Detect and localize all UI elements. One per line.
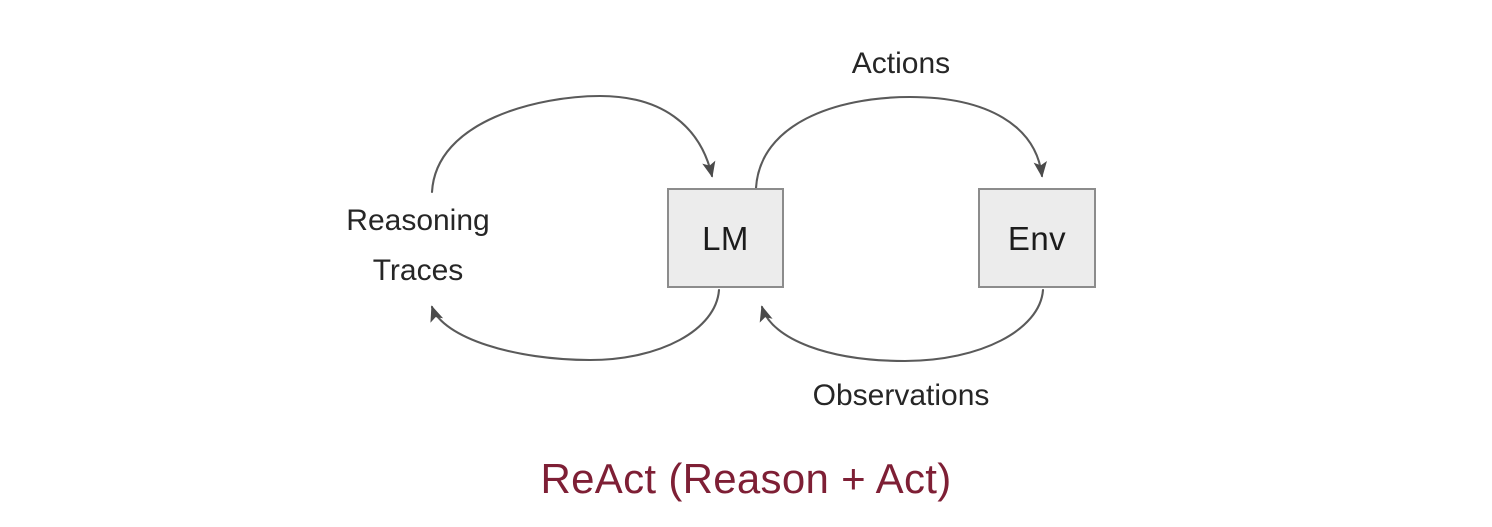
node-env-label: Env [1007,219,1067,257]
edge-label-actions: Actions [801,47,1001,81]
node-env[interactable]: Env [978,188,1096,288]
edge-observations [759,288,1045,363]
edge-label-reasoning-line2: Traces [372,254,464,288]
edge-label-actions-text: Actions [851,47,951,80]
edge-reasoning-traces-into-lm [430,94,716,194]
edge-reasoning-traces-out-of-lm [430,288,721,362]
edge-label-reasoning-traces: Reasoning Traces [318,196,518,297]
edge-actions [754,95,1047,190]
node-lm-label: LM [702,219,749,257]
edge-label-observations-text: Observations [812,379,990,412]
edge-label-observations: Observations [781,379,1021,413]
diagram-caption: ReAct (Reason + Act) [540,455,952,502]
node-lm[interactable]: LM [667,188,784,288]
edge-label-reasoning-line1: Reasoning [346,204,490,237]
